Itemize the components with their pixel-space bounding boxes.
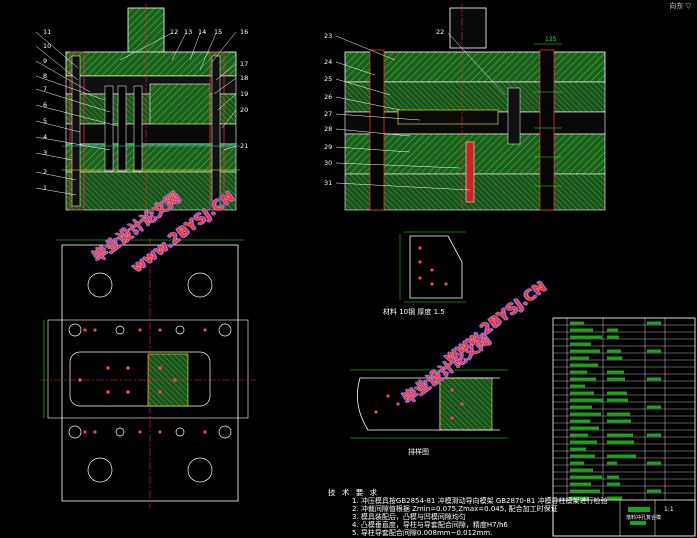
note-line: 1. 冲压模具按GB2854-81 冲模滑动导向模架 GB2870-81 冲模导… [352, 497, 608, 505]
callout-number: 9 [43, 57, 48, 65]
note-line: 4. 凸模垂直度，导柱与导套配合间隙，精度H7/h6 [352, 521, 508, 529]
callout-number: 25 [324, 75, 333, 83]
callout-number: 6 [43, 101, 48, 109]
blank-part-view [399, 231, 466, 303]
callout-number: 15 [214, 28, 223, 36]
callout-number: 5 [43, 117, 48, 125]
callout-number: 20 [240, 106, 249, 114]
strip-layout-view [350, 369, 508, 439]
drawing-number: 落料冲孔复合模 [626, 515, 662, 521]
note-line: 5. 导柱导套配合间隙0.008mm~0.012mm. [352, 529, 493, 537]
callout-number: 1 [43, 184, 48, 192]
callout-number: 4 [43, 133, 48, 141]
callout-number: 27 [324, 110, 333, 118]
note-line: 3. 模具装配后，凸模与凹模间隙均匀 [352, 513, 466, 521]
view-direction-label: 向东 ▽ [669, 2, 691, 10]
callout-number: 23 [324, 32, 333, 40]
callout-number: 2 [43, 168, 48, 176]
title-block [552, 317, 696, 537]
main-section-view [35, 4, 240, 218]
callout-number: 8 [43, 72, 48, 80]
callout-number: 19 [240, 90, 249, 98]
callout-number: 10 [43, 42, 52, 50]
callout-number: 29 [324, 143, 333, 151]
dimension-label: 125 [545, 36, 557, 43]
side-section-view [335, 4, 606, 214]
note-line: 2. 冲裁间隙值根据 Zmin=0.075,Zmax=0.045, 配合加工时保… [352, 505, 558, 513]
blank-caption: 材料 10钢 厚度 1.5 [383, 308, 445, 316]
callout-number: 12 [170, 28, 179, 36]
callout-number: 17 [240, 60, 249, 68]
notes-title: 技 术 要 求 [328, 488, 380, 497]
callout-number: 13 [184, 28, 193, 36]
callout-number: 18 [240, 74, 249, 82]
callout-number: 16 [240, 28, 249, 36]
scale-label: 1:1 [664, 506, 674, 513]
callout-number: 7 [43, 85, 48, 93]
callout-number: 24 [324, 58, 333, 66]
callout-number: 11 [43, 28, 52, 36]
callout-number: 31 [324, 179, 333, 187]
callout-number: 14 [198, 28, 207, 36]
callout-number: 26 [324, 93, 333, 101]
callout-number: 28 [324, 125, 333, 133]
callout-number: 30 [324, 159, 333, 167]
callout-number: 21 [240, 142, 249, 150]
callout-number: 3 [43, 149, 48, 157]
plan-view [40, 238, 256, 508]
layout-caption: 排样图 [408, 448, 429, 456]
callout-number: 22 [436, 28, 445, 36]
